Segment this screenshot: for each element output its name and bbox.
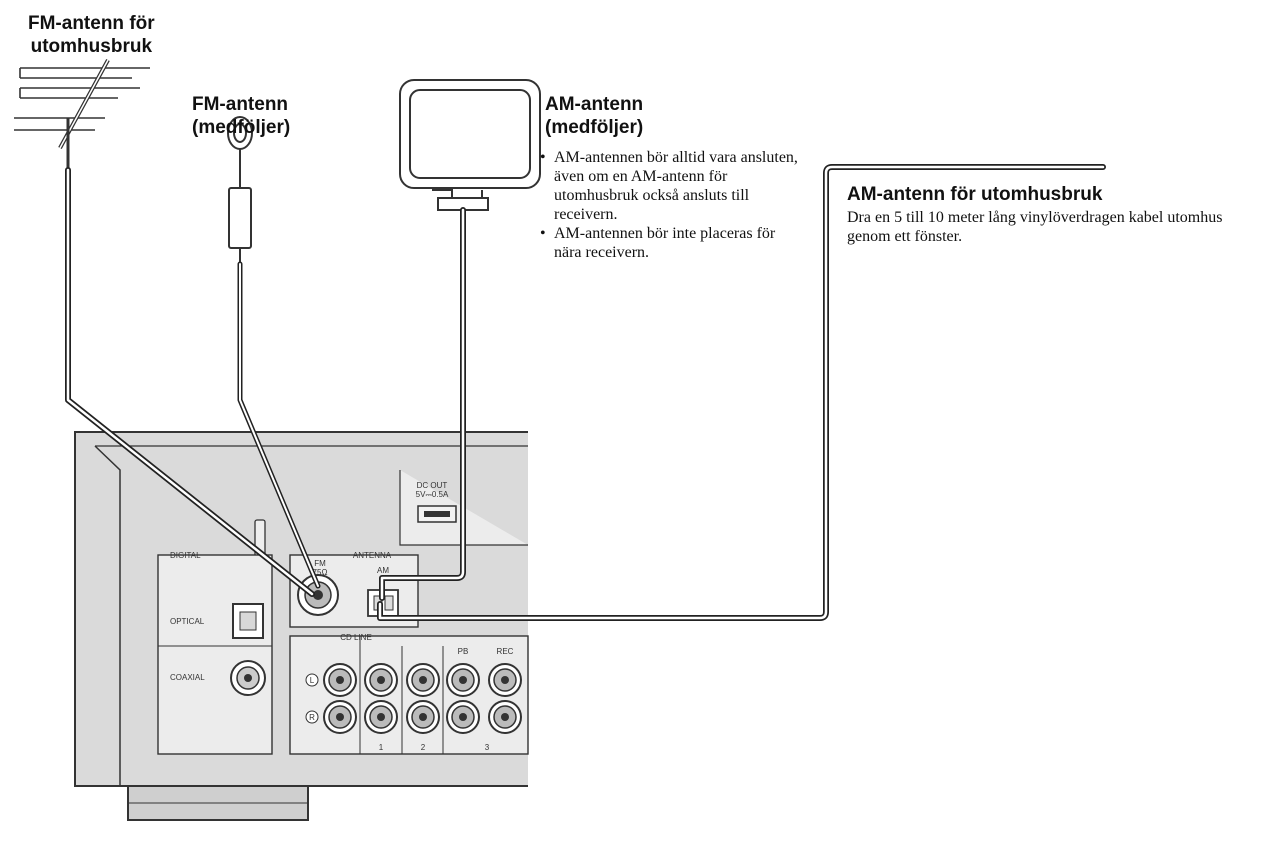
fm-label: FM	[314, 559, 326, 568]
am-outdoor-antenna-title: AM-antenn för utomhusbruk	[847, 184, 1103, 205]
fm-impedance-label: 75Ω	[313, 568, 328, 577]
am-note-always-connected: AM-antennen bör alltid vara ansluten, äv…	[540, 148, 802, 224]
input-1-label: 1	[379, 743, 384, 752]
am-label: AM	[377, 566, 389, 575]
outdoor-fm-antenna	[14, 59, 150, 170]
right-channel-marker: R	[305, 710, 319, 724]
rca-jack	[323, 700, 357, 734]
digital-input-block	[157, 554, 273, 755]
rca-jack	[446, 663, 480, 697]
supplied-am-loop-antenna	[399, 79, 541, 211]
fm-75-ohm-jack	[297, 574, 339, 616]
svg-text:R: R	[309, 713, 315, 722]
cables	[65, 164, 1106, 621]
dc-out-rating-label: 5V⎓0.5A	[416, 490, 449, 499]
outdoor-am-wire	[377, 164, 1106, 621]
outdoor-fm-cable	[65, 167, 315, 597]
am-supplied-notes: AM-antennen bör alltid vara ansluten, äv…	[540, 148, 802, 262]
am-outdoor-antenna-note: Dra en 5 till 10 meter lång vinylöverdra…	[847, 209, 1223, 245]
line-input-block	[289, 635, 529, 755]
rca-jack	[323, 663, 357, 697]
supplied-fm-antenna	[227, 116, 253, 264]
coaxial-jack	[230, 660, 266, 696]
panel-labels: DC OUT 5V⎓0.5A DIGITAL OPTICAL COAXIAL A…	[170, 481, 514, 752]
antenna-label: ANTENNA	[353, 551, 392, 560]
receiver-rear-panel	[74, 431, 529, 821]
rca-jack	[446, 700, 480, 734]
rca-jack	[406, 663, 440, 697]
fm-outdoor-antenna-title: FM-antenn för utomhusbruk	[28, 13, 155, 57]
rca-jack	[364, 663, 398, 697]
optical-label: OPTICAL	[170, 617, 205, 626]
am-supplied-antenna-title: AM-antenn (medföljer)	[545, 94, 644, 138]
coaxial-label: COAXIAL	[170, 673, 205, 682]
rec-label: REC	[497, 647, 514, 656]
cd-line-label: CD LINE	[340, 633, 372, 642]
am-loop-cable	[379, 207, 466, 601]
supplied-fm-cable	[237, 261, 321, 589]
dc-out-label: DC OUT	[417, 481, 448, 490]
rca-jack	[364, 700, 398, 734]
rca-jack-group	[323, 663, 522, 734]
input-2-label: 2	[421, 743, 426, 752]
am-note-distance: AM-antennen bör inte placeras för nära r…	[540, 224, 802, 262]
input-3-label: 3	[485, 743, 490, 752]
rca-jack	[406, 700, 440, 734]
rca-jack	[488, 700, 522, 734]
left-channel-marker: L	[305, 673, 319, 687]
svg-text:L: L	[310, 676, 315, 685]
fm-supplied-antenna-title: FM-antenn (medföljer)	[192, 94, 291, 138]
rca-jack	[488, 663, 522, 697]
pb-label: PB	[458, 647, 469, 656]
digital-label: DIGITAL	[170, 551, 201, 560]
